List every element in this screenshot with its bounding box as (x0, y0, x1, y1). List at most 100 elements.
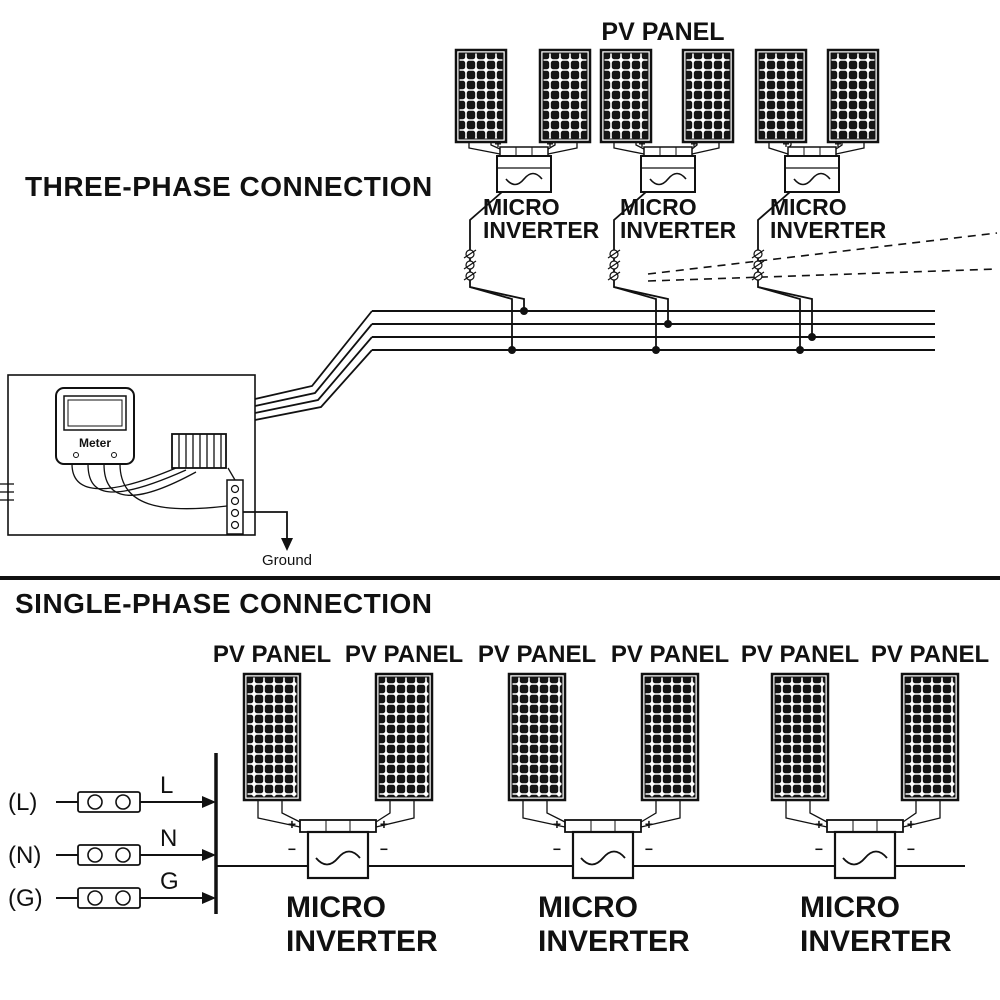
micro-inverter-box (496, 146, 552, 193)
grid-entry-wires (0, 483, 14, 501)
pv-panel (681, 48, 735, 144)
pv-panel (826, 48, 880, 144)
pv-panel (754, 48, 808, 144)
bus-arrow-icon (202, 892, 216, 904)
inverter-drop-3 (751, 191, 816, 354)
connector-icon (463, 260, 477, 270)
dashed-extension-lines (647, 232, 998, 282)
meter-label: Meter (79, 436, 111, 450)
fuse-icon (55, 887, 205, 909)
micro-inverter-label: MICRO (483, 194, 560, 220)
pv-panel (599, 48, 653, 144)
pv-panel (900, 672, 960, 802)
micro-inverter-box (825, 818, 905, 880)
single-phase-section: SINGLE-PHASE CONNECTION PV PANEL PV PANE… (8, 588, 989, 958)
pv-panel (770, 672, 830, 802)
micro-inverter-6: MICRO INVERTER (800, 818, 952, 958)
micro-inverter-label: INVERTER (286, 925, 438, 958)
minus-mark: − (815, 841, 823, 857)
connector-icon (751, 271, 765, 281)
plus-mark: + (553, 816, 561, 832)
micro-inverter-label: INVERTER (483, 217, 600, 243)
distribution-bus (202, 753, 218, 914)
ac-bus-lines (372, 310, 935, 351)
breaker-block (171, 433, 227, 469)
line-letter: N (160, 825, 177, 852)
plus-mark: + (782, 137, 789, 151)
connector-icon (463, 249, 477, 259)
pv-panel (242, 672, 302, 802)
section-divider (0, 576, 1000, 580)
plus-mark: + (645, 816, 653, 832)
connector-icon (607, 271, 621, 281)
terminal-row-G: (G) G (8, 868, 205, 912)
plus-mark: + (380, 816, 388, 832)
micro-inverter-label: MICRO (538, 891, 638, 924)
pv-panel-labels: PV PANEL PV PANEL PV PANEL PV PANEL PV P… (213, 641, 989, 668)
connector-icon (463, 271, 477, 281)
micro-inverter-label: INVERTER (770, 217, 887, 243)
minus-mark: − (288, 841, 296, 857)
plus-mark: + (494, 137, 501, 151)
micro-inverter-4: MICRO INVERTER (286, 818, 438, 958)
pv-panel (538, 48, 592, 144)
micro-inverter-box (563, 818, 643, 880)
three-phase-section: THREE-PHASE CONNECTION PV PANEL (0, 18, 998, 569)
minus-mark: − (380, 841, 388, 857)
micro-inverter-box (640, 146, 696, 193)
plus-mark: + (907, 816, 915, 832)
pv-panel-label: PV PANEL (478, 641, 596, 668)
pv-panel (454, 48, 508, 144)
micro-inverter-2: MICRO INVERTER (620, 146, 737, 243)
fuse-icon (55, 844, 205, 866)
connector-icon (607, 260, 621, 270)
plus-mark: + (690, 137, 697, 151)
inverter-drop-1 (463, 191, 528, 354)
single-phase-title: SINGLE-PHASE CONNECTION (15, 588, 433, 619)
dc-leads-single-phase: + + + + + + − − − − − − (257, 800, 941, 857)
minus-mark: − (553, 841, 561, 857)
micro-inverter-1: MICRO INVERTER (483, 146, 600, 243)
pv-panel-label: PV PANEL (611, 641, 729, 668)
micro-inverter-label: INVERTER (620, 217, 737, 243)
connector-icon (751, 260, 765, 270)
plus-mark: + (834, 137, 841, 151)
pv-panel (507, 672, 567, 802)
terminal-label: (N) (8, 842, 41, 869)
minus-mark: − (907, 841, 915, 857)
fuse-icon (55, 791, 205, 813)
line-letter: G (160, 868, 179, 895)
service-panel: Meter (0, 310, 373, 569)
connector-icon (751, 249, 765, 259)
micro-inverter-5: MICRO INVERTER (538, 818, 690, 958)
micro-inverter-label: INVERTER (800, 925, 952, 958)
meter-wires (71, 463, 228, 510)
pv-panel-label: PV PANEL (345, 641, 463, 668)
minus-mark: − (645, 841, 653, 857)
inverter-drop-2 (607, 191, 672, 354)
pv-array-three-phase (454, 48, 880, 144)
micro-inverter-label: MICRO (770, 194, 847, 220)
pv-panel (374, 672, 434, 802)
micro-inverter-label: MICRO (620, 194, 697, 220)
plus-mark: + (546, 137, 553, 151)
terminal-strip (226, 467, 244, 535)
pv-array-single-phase (242, 672, 960, 802)
ground-label: Ground (262, 552, 312, 569)
ground-arrow-icon (281, 538, 293, 551)
micro-inverter-label: INVERTER (538, 925, 690, 958)
plus-mark: + (815, 816, 823, 832)
pv-panel-label: PV PANEL (213, 641, 331, 668)
micro-inverter-box (784, 146, 840, 193)
pv-panel-label-top: PV PANEL (601, 18, 724, 46)
meter: Meter (55, 387, 135, 465)
terminal-row-L: (L) L (8, 772, 205, 816)
micro-inverter-label: MICRO (286, 891, 386, 924)
connector-icon (607, 249, 621, 259)
three-phase-title: THREE-PHASE CONNECTION (25, 171, 433, 202)
bus-arrow-icon (202, 796, 216, 808)
pv-panel-label: PV PANEL (871, 641, 989, 668)
plus-mark: + (288, 816, 296, 832)
